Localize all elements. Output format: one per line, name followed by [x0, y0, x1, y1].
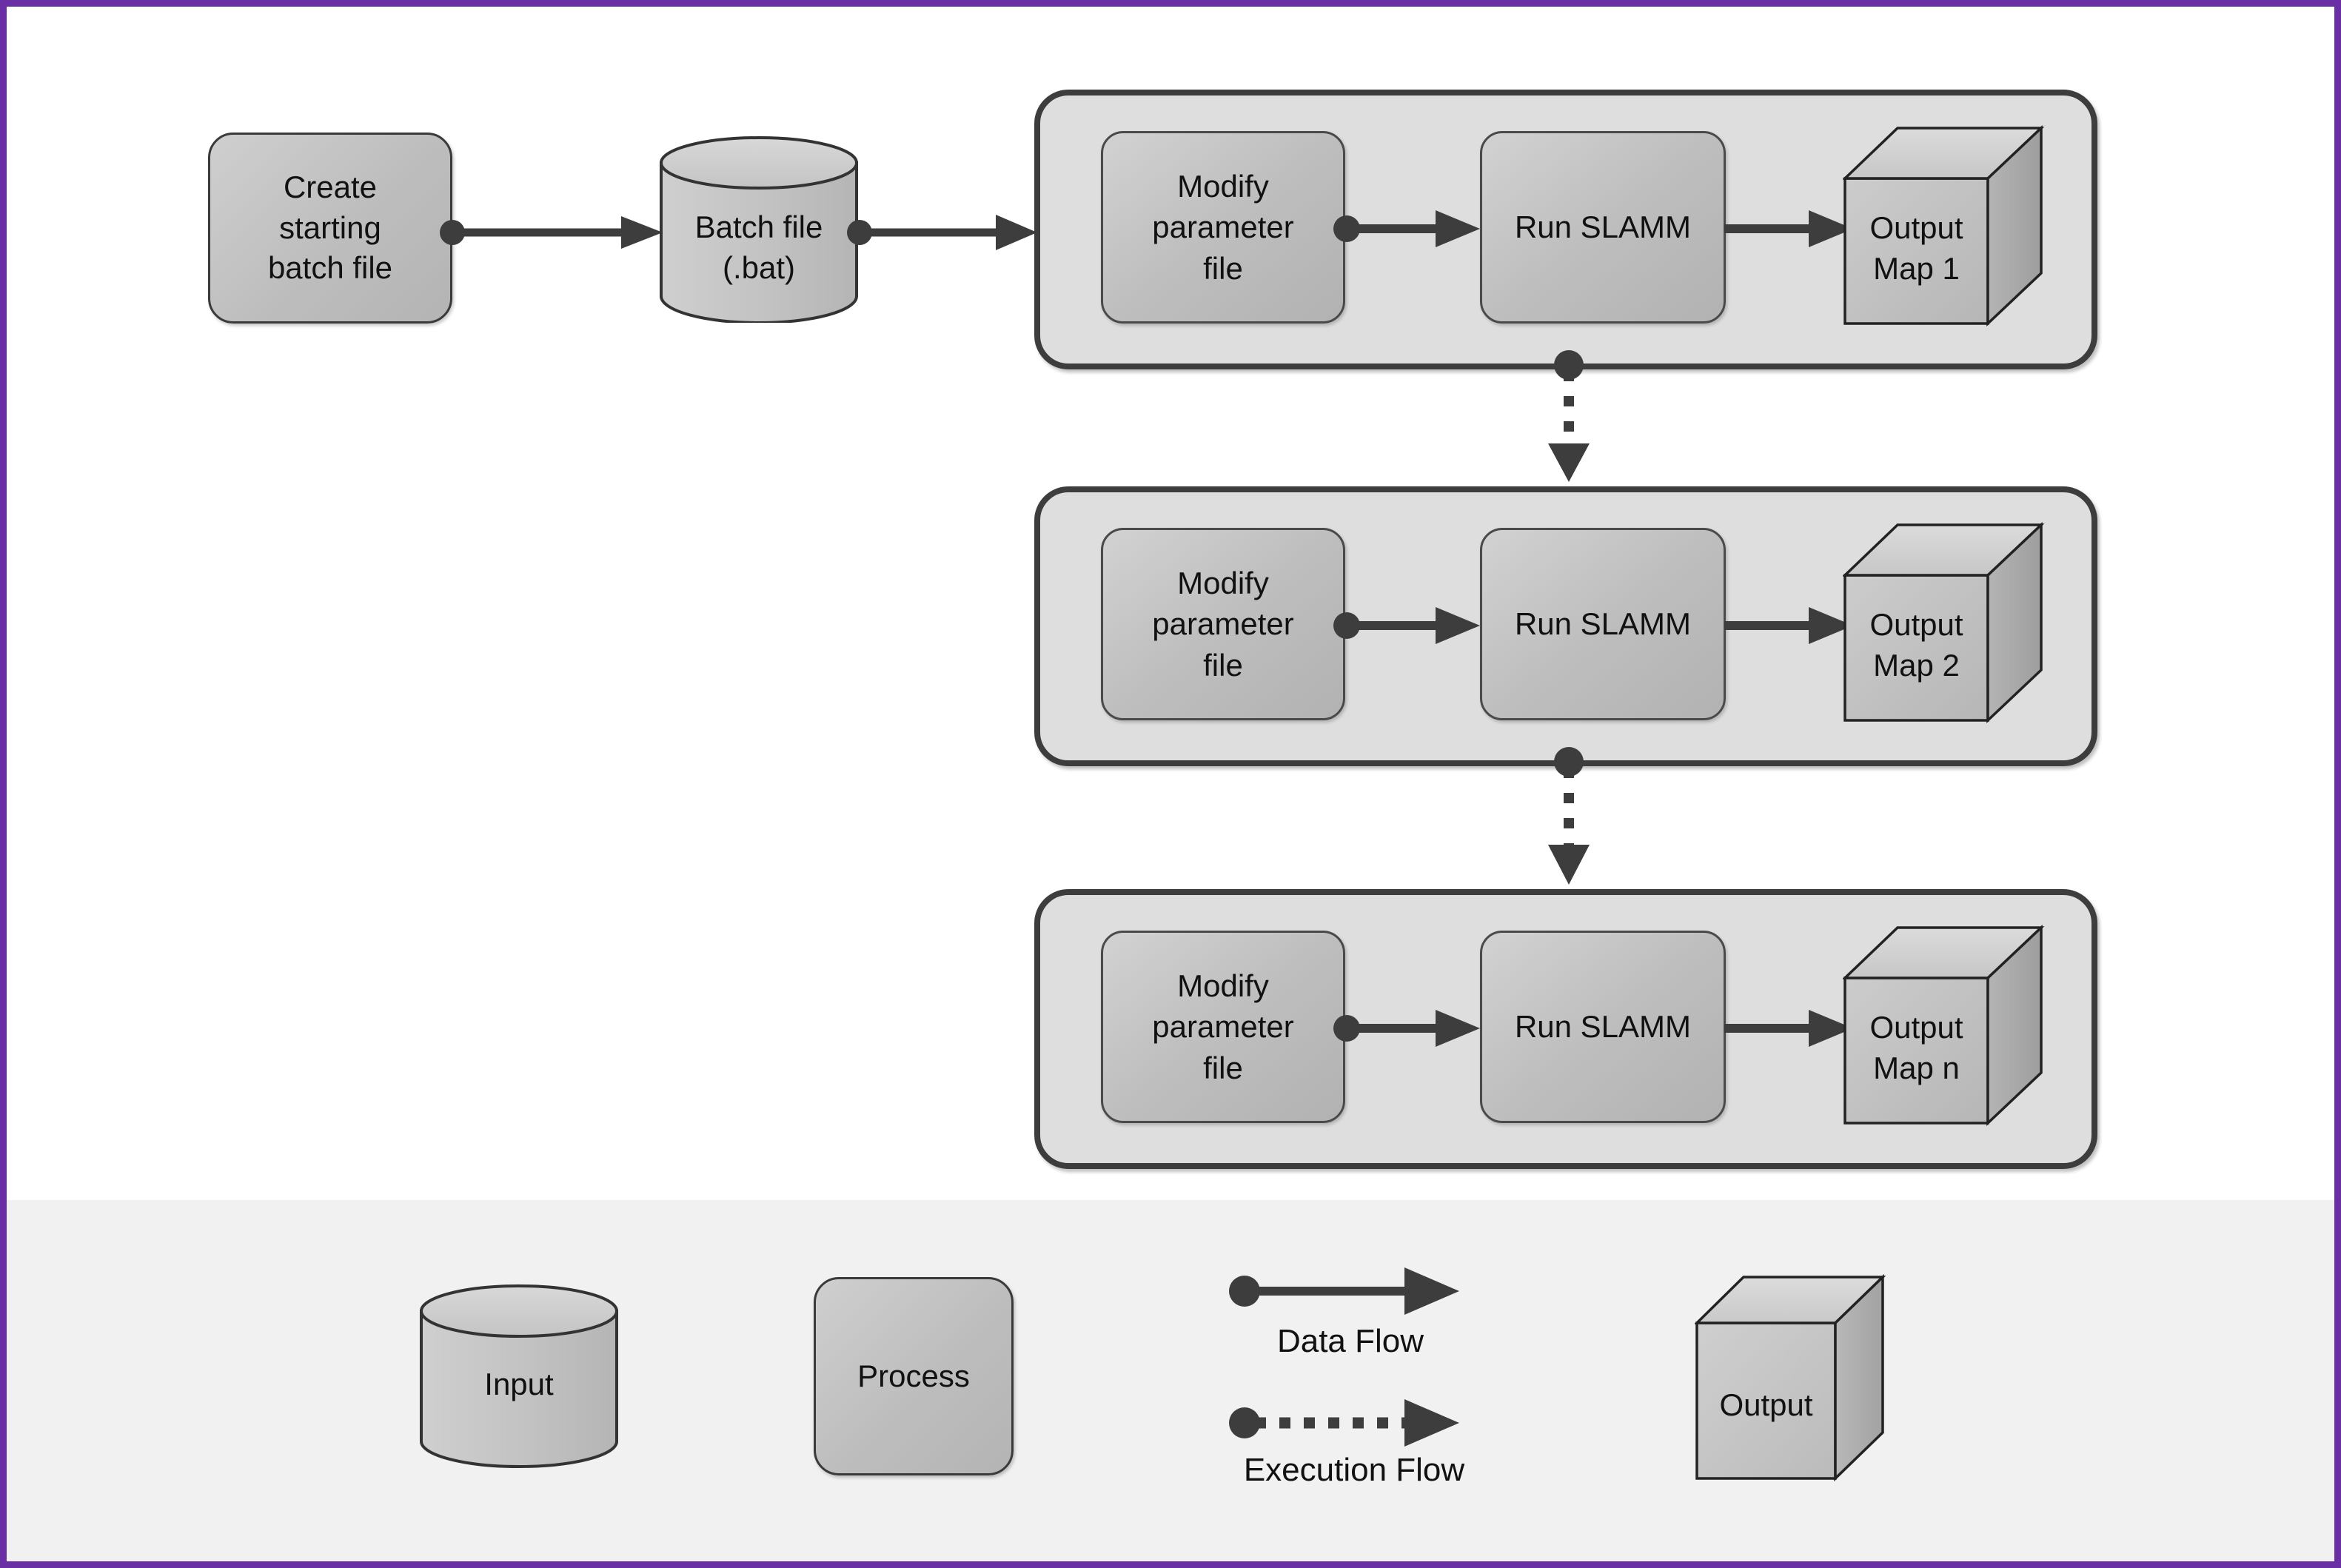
legend-output-label: Output: [1719, 1387, 1813, 1422]
out1-line-1: Output: [1869, 210, 1963, 245]
legend-output-cube: Output: [1695, 1274, 1902, 1481]
output-map-cube-2[interactable]: Output Map 2: [1843, 522, 2047, 723]
legend-input-cylinder: Input: [418, 1284, 620, 1468]
modifyn-line-3: file: [1203, 1050, 1243, 1085]
run-slamm-box-n[interactable]: Run SLAMM: [1480, 931, 1726, 1123]
output-map-cube-n[interactable]: Output Map n: [1843, 925, 2047, 1126]
legend-execution-flow-label: Execution Flow: [1243, 1452, 1465, 1488]
create-line-1: Create: [283, 170, 378, 205]
modify2-line-3: file: [1203, 647, 1243, 683]
modify2-line-2: parameter: [1152, 606, 1294, 642]
batch-file-label: Batch file (.bat): [658, 207, 860, 288]
legend-panel: [7, 1200, 2334, 1561]
modify2-line-1: Modify: [1177, 565, 1269, 600]
out2-line-1: Output: [1869, 607, 1963, 642]
legend-process-box: Process: [814, 1277, 1014, 1475]
out1-line-2: Map 1: [1873, 250, 1960, 286]
modify-parameter-file-box-n[interactable]: Modify parameter file: [1101, 931, 1345, 1123]
arrow-batch-to-group-1: [847, 210, 1051, 255]
modify1-line-2: parameter: [1152, 210, 1294, 245]
modify-parameter-file-box-2[interactable]: Modify parameter file: [1101, 528, 1345, 720]
legend-data-flow-label: Data Flow: [1276, 1323, 1424, 1359]
arrow-create-to-batch: [440, 210, 673, 255]
modifyn-line-1: Modify: [1177, 968, 1269, 1003]
arrow-run-to-output-2: [1723, 603, 1863, 648]
legend-data-flow-arrow: [1228, 1265, 1473, 1317]
legend-execution-flow-arrow: [1228, 1397, 1473, 1449]
arrow-run-to-output-n: [1723, 1006, 1863, 1051]
legend-process-label: Process: [857, 1358, 970, 1393]
create-box-label: Create starting batch file: [268, 167, 392, 289]
batch-file-cylinder[interactable]: Batch file (.bat): [658, 136, 860, 323]
arrow-modify-to-run-1: [1333, 207, 1492, 251]
batch-line-1: Batch file: [694, 210, 823, 244]
create-line-2: starting: [279, 210, 381, 245]
output-map-label-2: Output Map 2: [1845, 605, 1988, 686]
output-map-label-n: Output Map n: [1845, 1008, 1988, 1088]
modify1-line-3: file: [1203, 250, 1243, 286]
execution-flow-group2-to-group3: [1539, 747, 1598, 891]
batch-line-2: (.bat): [722, 249, 796, 285]
run-slamm-box-1[interactable]: Run SLAMM: [1480, 131, 1726, 324]
output-map-label-1: Output Map 1: [1845, 208, 1988, 289]
legend-input-label: Input: [484, 1367, 554, 1401]
modify1-line-1: Modify: [1177, 168, 1269, 204]
run-slamm-label-n: Run SLAMM: [1514, 1009, 1692, 1045]
run-slamm-box-2[interactable]: Run SLAMM: [1480, 528, 1726, 720]
arrow-modify-to-run-2: [1333, 603, 1492, 648]
diagram-stage: Create starting batch file: [7, 7, 2334, 1561]
modify-label-n: Modify parameter file: [1152, 965, 1293, 1088]
modifyn-line-2: parameter: [1152, 1009, 1294, 1045]
out2-line-2: Map 2: [1873, 647, 1960, 683]
modify-label-1: Modify parameter file: [1152, 166, 1293, 289]
run-slamm-label-2: Run SLAMM: [1514, 606, 1692, 642]
execution-flow-group1-to-group2: [1539, 350, 1598, 488]
arrow-run-to-output-1: [1723, 207, 1863, 251]
arrow-modify-to-run-n: [1333, 1006, 1492, 1051]
create-line-3: batch file: [267, 250, 393, 286]
modify-parameter-file-box-1[interactable]: Modify parameter file: [1101, 131, 1345, 324]
run-slamm-label-1: Run SLAMM: [1514, 210, 1692, 245]
create-starting-batch-file-box[interactable]: Create starting batch file: [208, 133, 452, 324]
outn-line-2: Map n: [1873, 1050, 1960, 1085]
modify-label-2: Modify parameter file: [1152, 563, 1293, 686]
output-map-cube-1[interactable]: Output Map 1: [1843, 125, 2047, 326]
outn-line-1: Output: [1869, 1010, 1963, 1045]
